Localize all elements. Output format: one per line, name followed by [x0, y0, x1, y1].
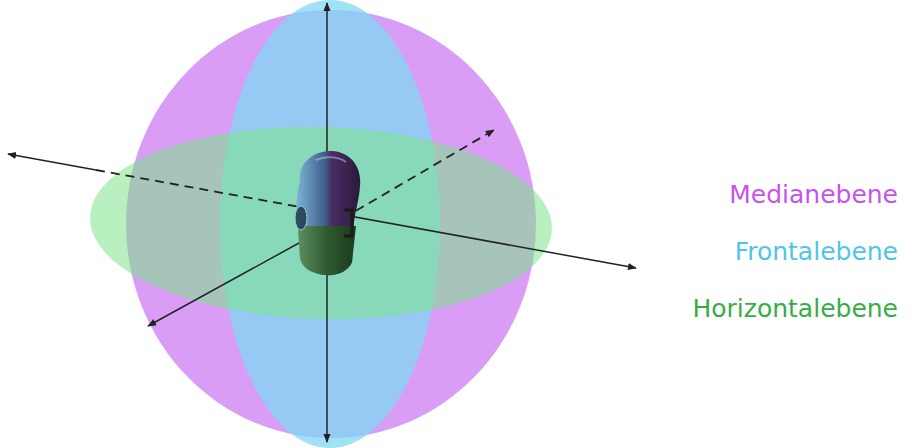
plane-label: Horizontalebene [578, 280, 898, 337]
plane-legend: MedianebeneFrontalebeneHorizontalebene [578, 166, 898, 337]
lateral-axis-hidden [96, 170, 300, 207]
plane-label: Frontalebene [578, 223, 898, 280]
horizontal-plane [88, 121, 555, 325]
lateral-axis [8, 154, 96, 170]
plane-label: Medianebene [578, 166, 898, 223]
dummy-head [295, 151, 360, 275]
